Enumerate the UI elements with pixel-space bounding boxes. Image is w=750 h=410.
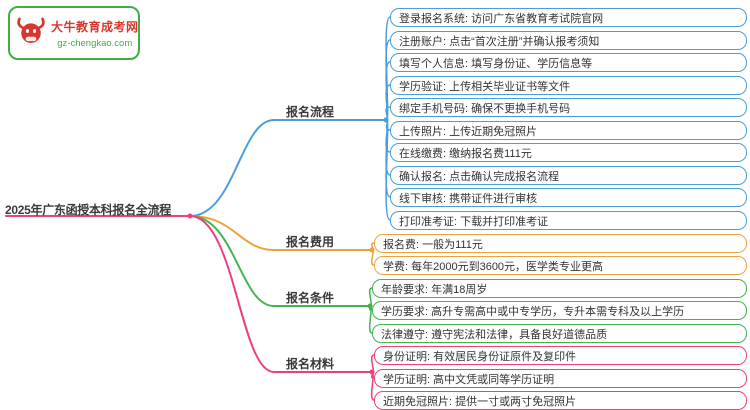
material-item-node: 学历证明: 高中文凭或同等学历证明 — [374, 369, 747, 388]
condition-item-node: 法律遵守: 遵守宪法和法律，具备良好道德品质 — [372, 324, 747, 343]
process-step-node: 学历验证: 上传相关毕业证书等文件 — [390, 76, 747, 95]
process-step-node: 登录报名系统: 访问广东省教育考试院官网 — [390, 8, 747, 27]
process-step-node: 注册账户: 点击“首次注册”并确认报考须知 — [390, 31, 747, 50]
condition-item-node: 年龄要求: 年满18周岁 — [372, 279, 747, 298]
logo-site-name: 大牛教育成考网 — [51, 19, 139, 34]
process-step-node: 填写个人信息: 填写身份证、学历信息等 — [390, 53, 747, 72]
process-step-node: 确认报名: 点击确认完成报名流程 — [390, 166, 747, 185]
process-step-node: 线下审核: 携带证件进行审核 — [390, 188, 747, 207]
branch-label-materials: 报名材料 — [286, 357, 335, 371]
process-step-node: 在线缴费: 缴纳报名费111元 — [390, 143, 747, 162]
material-item-node: 身份证明: 有效居民身份证原件及复印件 — [374, 346, 747, 365]
branch-label-fees: 报名费用 — [286, 235, 335, 249]
branch-label-conditions: 报名条件 — [286, 291, 335, 305]
branch-label-process: 报名流程 — [286, 105, 335, 119]
branch-link-materials — [189, 215, 373, 373]
main-topic: 2025年广东函授本科报名全流程 — [5, 203, 171, 217]
logo-site-domain: gz-chengkao.com — [57, 37, 133, 49]
process-step-node: 绑定手机号码: 确保不更换手机号码 — [390, 98, 747, 117]
logo-bull-icon — [15, 16, 47, 50]
process-step-node: 上传照片: 上传近期免冠照片 — [390, 121, 747, 140]
process-step-node: 打印准考证: 下载并打印准考证 — [390, 211, 747, 230]
site-logo: 大牛教育成考网 gz-chengkao.com — [8, 6, 140, 60]
branch-link-fees — [189, 215, 373, 251]
material-item-node: 近期免冠照片: 提供一寸或两寸免冠照片 — [374, 391, 747, 410]
condition-item-node: 学历要求: 高升专需高中或中专学历，专升本需专科及以上学历 — [372, 301, 747, 320]
fee-item-node: 报名费: 一般为111元 — [374, 234, 747, 253]
fee-item-node: 学费: 每年2000元到3600元，医学类专业更高 — [374, 256, 747, 275]
branch-link-process — [189, 119, 387, 217]
branch-link-conditions — [189, 215, 371, 307]
